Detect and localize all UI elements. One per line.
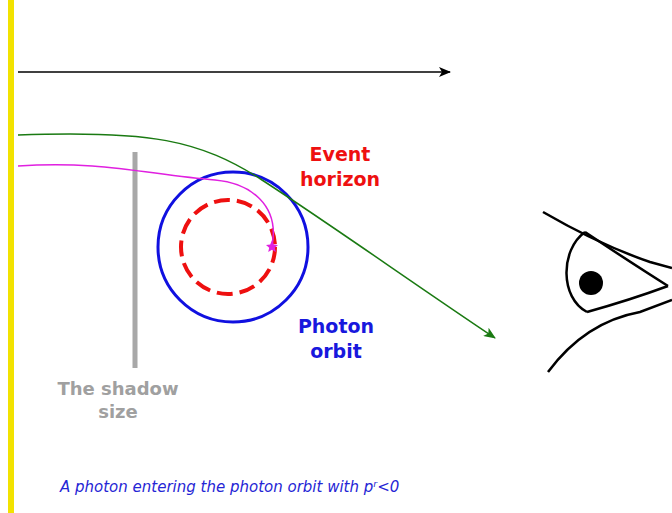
captured-ray xyxy=(18,165,273,246)
straight-ray xyxy=(18,71,450,73)
photon-orbit-circle xyxy=(158,172,308,322)
photon-orbit-label: Photon orbit xyxy=(284,314,389,363)
figure-caption: A photon entering the photon orbit with … xyxy=(60,478,399,496)
eye-pupil xyxy=(579,271,603,295)
capture-star xyxy=(266,240,278,252)
event-horizon-circle xyxy=(181,200,275,294)
shadow-size-label: The shadow size xyxy=(43,377,193,424)
bent-ray xyxy=(18,134,495,338)
light-source-bar xyxy=(8,0,14,513)
event-horizon-label: Event horizon xyxy=(285,142,395,191)
eye-symbol xyxy=(543,212,672,372)
shadow-size-bar xyxy=(133,152,138,368)
